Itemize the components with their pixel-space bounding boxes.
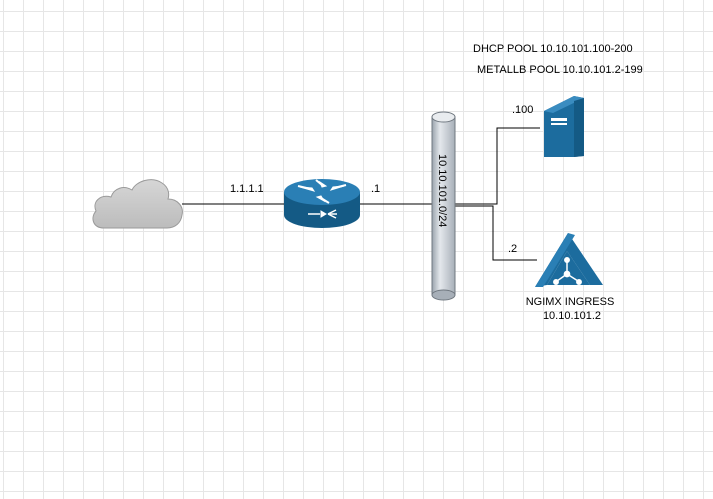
router-icon[interactable] <box>284 179 360 228</box>
bus-subnet-label: 10.10.101.0/24 <box>436 154 448 227</box>
link-bus-ingress <box>455 205 537 261</box>
router-bus-ip-label: .1 <box>371 183 380 195</box>
ingress-ip-label: .2 <box>508 243 517 255</box>
metallb-pool-label: METALLB POOL 10.10.101.2-199 <box>477 64 643 76</box>
ingress-icon[interactable] <box>535 233 603 287</box>
ingress-name-label: NGIMX INGRESS <box>526 296 615 308</box>
connection-lines <box>182 127 540 261</box>
cloud-icon <box>92 179 183 229</box>
dhcp-pool-label: DHCP POOL 10.10.101.100-200 <box>473 43 633 55</box>
network-bus-icon: 10.10.101.0/24 <box>431 111 456 301</box>
cloud-router-ip-label: 1.1.1.1 <box>230 183 264 195</box>
server-icon[interactable] <box>544 96 584 157</box>
ingress-ip-value: 10.10.101.2 <box>543 310 601 322</box>
link-bus-server <box>455 127 540 205</box>
server-ip-label: .100 <box>512 104 533 116</box>
